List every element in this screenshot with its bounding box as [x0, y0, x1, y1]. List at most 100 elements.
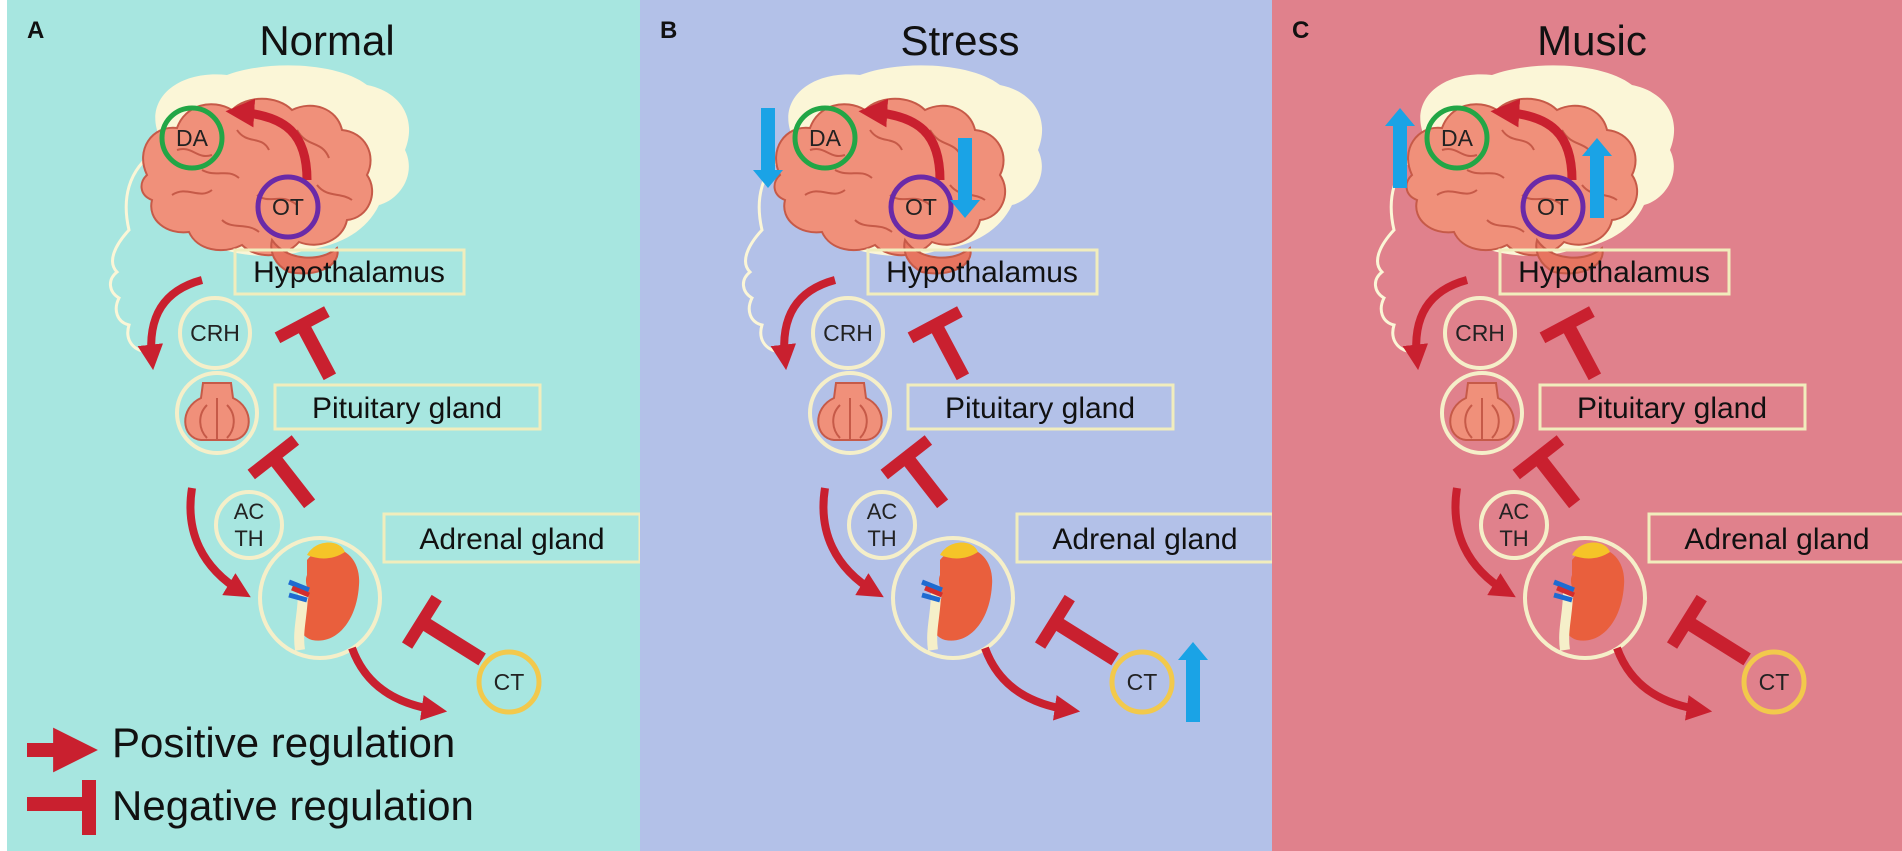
legend: Positive regulation Negative regulation: [27, 719, 474, 835]
feedback-inhibitor-hypothalamus: [274, 306, 337, 381]
oxytocin-down-arrow-icon: [950, 138, 980, 218]
cortisol-node: CT: [1109, 649, 1175, 715]
hypothalamus-to-pituitary-arrow: [770, 276, 837, 371]
pituitary-to-adrenal-arrow: [819, 487, 884, 598]
feedback-inhibitor-pituitary: [880, 435, 949, 509]
acth-node: AC TH: [847, 490, 917, 560]
pituitary-label: Pituitary gland: [312, 392, 502, 425]
crh-node: CRH: [1443, 296, 1517, 370]
adrenal-node: [891, 536, 1015, 660]
adrenal-label: Adrenal gland: [1052, 523, 1237, 556]
oxytocin-label: OT: [905, 194, 937, 220]
hypothalamus-label: Hypothalamus: [253, 256, 445, 289]
cortisol-label: CT: [494, 669, 525, 695]
dopamine-down-arrow-icon: [753, 108, 783, 188]
dopamine-label: DA: [1441, 125, 1474, 151]
oxytocin-node: OT: [888, 174, 954, 240]
cortisol-node: CT: [476, 649, 542, 715]
feedback-inhibitor-pituitary: [247, 435, 316, 509]
crh-label: CRH: [823, 320, 873, 346]
pituitary-label: Pituitary gland: [1577, 392, 1767, 425]
hypothalamus-to-pituitary-arrow: [1402, 276, 1469, 371]
feedback-inhibitor-hypothalamus: [907, 306, 970, 381]
cortisol-up-arrow-icon: [1178, 642, 1208, 722]
hypothalamus-label: Hypothalamus: [1518, 256, 1710, 289]
acth-label-line2: TH: [1499, 526, 1528, 551]
legend-negative-label: Negative regulation: [112, 782, 474, 829]
oxytocin-label: OT: [1537, 194, 1569, 220]
pituitary-to-adrenal-arrow: [186, 487, 251, 598]
dopamine-pathway-arrow: [225, 98, 312, 181]
acth-node: AC TH: [1479, 490, 1549, 560]
dopamine-pathway-arrow: [1490, 98, 1577, 181]
cortisol-label: CT: [1759, 669, 1790, 695]
adrenal-node: [1523, 536, 1647, 660]
acth-label-line2: TH: [867, 526, 896, 551]
panel-normal: DA OT Hypothalamus CRH: [7, 0, 642, 851]
oxytocin-node: OT: [1520, 174, 1586, 240]
adrenal-label: Adrenal gland: [419, 523, 604, 556]
acth-label-line1: AC: [867, 499, 898, 524]
acth-node: AC TH: [214, 490, 284, 560]
adrenal-to-cortisol-arrow: [1613, 646, 1713, 721]
panel-letter: C: [1292, 17, 1309, 44]
feedback-inhibitor-hypothalamus: [1539, 306, 1602, 381]
panel-letter: A: [27, 17, 44, 44]
pituitary-node: [175, 371, 259, 455]
crh-label: CRH: [1455, 320, 1505, 346]
adrenal-box: Adrenal gland: [1015, 512, 1275, 564]
oxytocin-label: OT: [272, 194, 304, 220]
panel-music: DA OT Hypothalamus CRH: [1272, 0, 1902, 851]
dopamine-node: DA: [159, 105, 225, 171]
feedback-inhibitor-pituitary: [1512, 435, 1581, 509]
cortisol-node: CT: [1741, 649, 1807, 715]
legend-positive: Positive regulation: [27, 719, 455, 773]
panels: DA OT Hypothalamus CRH: [7, 0, 1902, 851]
feedback-inhibitor-adrenal: [1034, 594, 1119, 666]
acth-label-line1: AC: [234, 499, 265, 524]
pituitary-node: [808, 371, 892, 455]
hypothalamus-label: Hypothalamus: [886, 256, 1078, 289]
pituitary-label: Pituitary gland: [945, 392, 1135, 425]
dopamine-label: DA: [809, 125, 842, 151]
pituitary-box: Pituitary gland: [1538, 383, 1807, 431]
dopamine-label: DA: [176, 125, 209, 151]
pituitary-to-adrenal-arrow: [1451, 487, 1516, 598]
legend-negative: Negative regulation: [27, 780, 474, 835]
adrenal-label: Adrenal gland: [1684, 523, 1869, 556]
feedback-inhibitor-adrenal: [1666, 594, 1751, 666]
oxytocin-up-arrow-icon: [1582, 138, 1612, 218]
panel-stress: DA OT Hypothalamus CRH: [640, 0, 1275, 851]
hypothalamus-box: Hypothalamus: [866, 248, 1099, 296]
pituitary-node: [1440, 371, 1524, 455]
feedback-inhibitor-adrenal: [401, 594, 486, 666]
crh-label: CRH: [190, 320, 240, 346]
legend-negative-bar-icon: [27, 797, 89, 811]
oxytocin-node: OT: [255, 174, 321, 240]
legend-positive-label: Positive regulation: [112, 719, 455, 766]
adrenal-node: [258, 536, 382, 660]
dopamine-node: DA: [792, 105, 858, 171]
acth-label-line2: TH: [234, 526, 263, 551]
hypothalamus-box: Hypothalamus: [233, 248, 466, 296]
dopamine-pathway-arrow: [858, 98, 945, 181]
adrenal-to-cortisol-arrow: [348, 646, 448, 721]
adrenal-box: Adrenal gland: [1647, 512, 1902, 564]
hypothalamus-box: Hypothalamus: [1498, 248, 1731, 296]
crh-node: CRH: [178, 296, 252, 370]
hypothalamus-to-pituitary-arrow: [137, 276, 204, 371]
panel-title: Music: [1537, 17, 1647, 64]
panel-title: Normal: [259, 17, 394, 64]
pituitary-box: Pituitary gland: [906, 383, 1175, 431]
acth-label-line1: AC: [1499, 499, 1530, 524]
dopamine-node: DA: [1424, 105, 1490, 171]
panel-letter: B: [660, 17, 677, 44]
dopamine-up-arrow-icon: [1385, 108, 1415, 188]
pituitary-box: Pituitary gland: [273, 383, 542, 431]
cortisol-label: CT: [1127, 669, 1158, 695]
adrenal-to-cortisol-arrow: [981, 646, 1081, 721]
panel-title: Stress: [900, 17, 1019, 64]
crh-node: CRH: [811, 296, 885, 370]
